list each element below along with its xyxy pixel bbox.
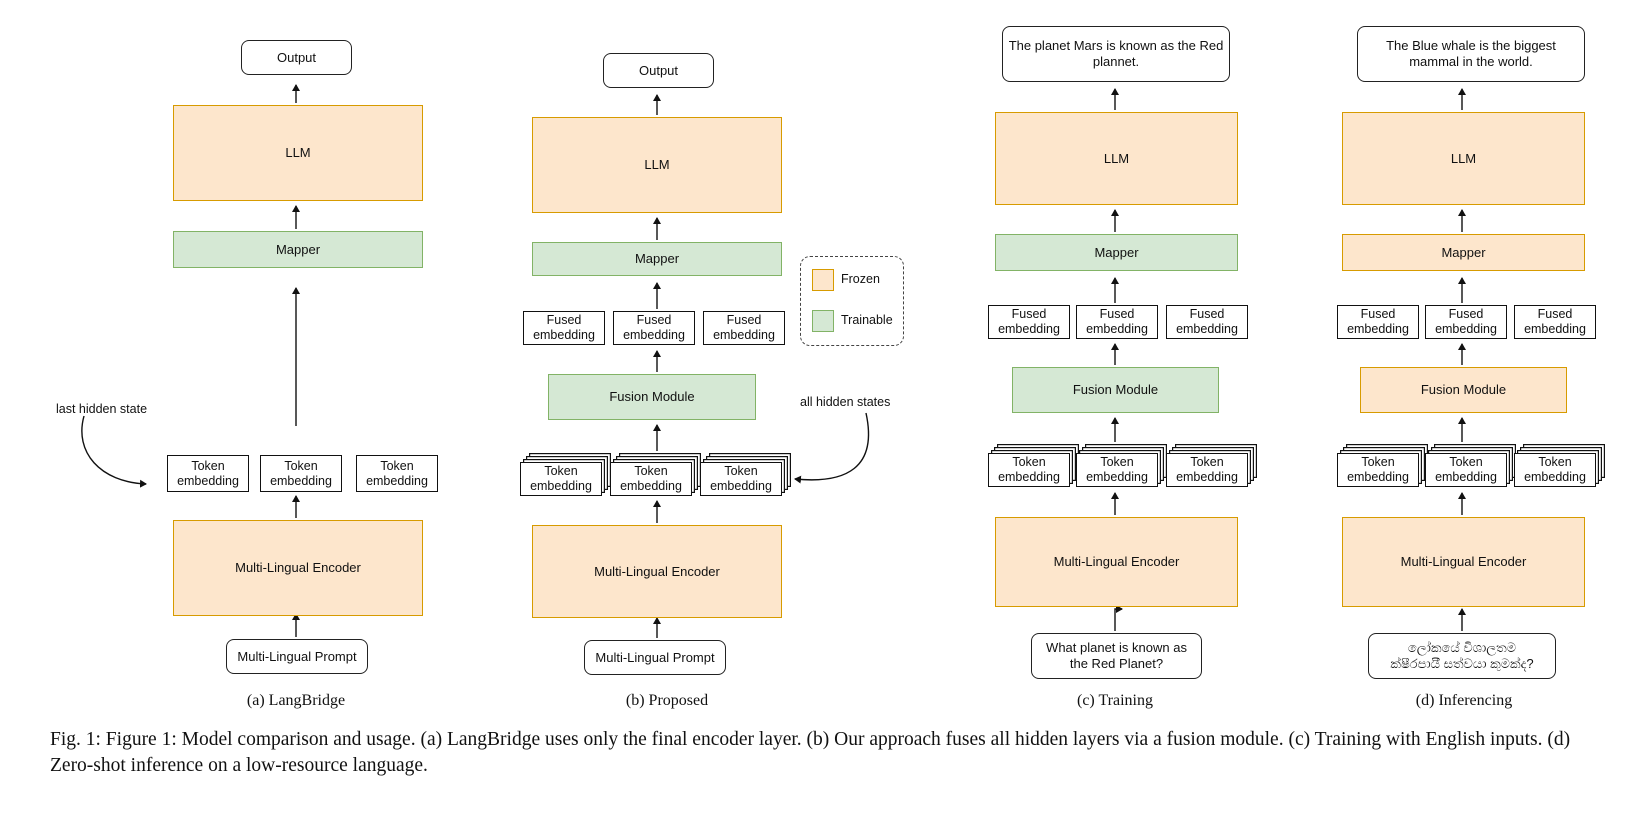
legend-frozen-swatch bbox=[812, 269, 834, 291]
b-token-embedding-stack-3: Token embedding bbox=[700, 462, 782, 496]
b-fusion-module: Fusion Module bbox=[548, 374, 756, 420]
a-mapper-block: Mapper bbox=[173, 231, 423, 268]
d-prompt-box: ලෝකයේ විශාලතම ක්ෂීරපායී සත්වයා කුමක්ද? bbox=[1368, 633, 1556, 679]
figure-caption: Fig. 1: Figure 1: Model comparison and u… bbox=[50, 729, 1571, 776]
b-fused-embedding-1: Fused embedding bbox=[523, 311, 605, 345]
legend: Frozen Trainable bbox=[800, 256, 904, 346]
d-fused-embedding-1: Fused embedding bbox=[1337, 305, 1419, 339]
arrow-a-last-hidden bbox=[81, 415, 147, 488]
c-fusion-module: Fusion Module bbox=[1012, 367, 1219, 413]
b-output-box: Output bbox=[603, 53, 714, 88]
d-output-box: The Blue whale is the biggest mammal in … bbox=[1357, 26, 1585, 82]
c-encoder-block: Multi-Lingual Encoder bbox=[995, 517, 1238, 607]
c-token-embedding-stack-2: Token embedding bbox=[1076, 453, 1158, 487]
d-token-embedding-stack-3: Token embedding bbox=[1514, 453, 1596, 487]
a-llm-block: LLM bbox=[173, 105, 423, 201]
c-prompt-box: What planet is known as the Red Planet? bbox=[1031, 633, 1202, 679]
legend-frozen-label: Frozen bbox=[841, 272, 880, 286]
b-fused-embedding-3: Fused embedding bbox=[703, 311, 785, 345]
d-subcaption: (d) Inferencing bbox=[1415, 692, 1513, 709]
c-fused-embedding-2: Fused embedding bbox=[1076, 305, 1158, 339]
b-subcaption: (b) Proposed bbox=[625, 692, 709, 709]
d-llm-block: LLM bbox=[1342, 112, 1585, 205]
b-prompt-box: Multi-Lingual Prompt bbox=[584, 640, 726, 675]
c-mapper-block: Mapper bbox=[995, 234, 1238, 271]
c-subcaption: (c) Training bbox=[1077, 692, 1153, 709]
c-fused-embedding-1: Fused embedding bbox=[988, 305, 1070, 339]
b-token-embedding-stack-2: Token embedding bbox=[610, 462, 692, 496]
d-token-embedding-stack-1: Token embedding bbox=[1337, 453, 1419, 487]
d-mapper-block: Mapper bbox=[1342, 234, 1585, 271]
b-all-hidden-states-label: all hidden states bbox=[800, 395, 891, 409]
b-fused-embedding-2: Fused embedding bbox=[613, 311, 695, 345]
c-token-embedding-stack-3: Token embedding bbox=[1166, 453, 1248, 487]
a-token-embedding-1: Token embedding bbox=[167, 455, 249, 492]
d-token-embedding-stack-2: Token embedding bbox=[1425, 453, 1507, 487]
c-fused-embedding-3: Fused embedding bbox=[1166, 305, 1248, 339]
a-subcaption: (a) LangBridge bbox=[246, 692, 346, 709]
d-fusion-module: Fusion Module bbox=[1360, 367, 1567, 413]
b-encoder-block: Multi-Lingual Encoder bbox=[532, 525, 782, 618]
b-mapper-block: Mapper bbox=[532, 242, 782, 276]
a-prompt-box: Multi-Lingual Prompt bbox=[226, 639, 368, 674]
legend-trainable-label: Trainable bbox=[841, 313, 893, 327]
d-fused-embedding-3: Fused embedding bbox=[1514, 305, 1596, 339]
a-token-embedding-2: Token embedding bbox=[260, 455, 342, 492]
b-token-embedding-stack-1: Token embedding bbox=[520, 462, 602, 496]
a-token-embedding-3: Token embedding bbox=[356, 455, 438, 492]
d-fused-embedding-2: Fused embedding bbox=[1425, 305, 1507, 339]
arrow-b-all-hidden bbox=[794, 412, 870, 484]
c-token-embedding-stack-1: Token embedding bbox=[988, 453, 1070, 487]
a-output-box: Output bbox=[241, 40, 352, 75]
arrow-c-prompt-encoder bbox=[1114, 605, 1123, 631]
c-output-box: The planet Mars is known as the Red plan… bbox=[1002, 26, 1230, 82]
b-llm-block: LLM bbox=[532, 117, 782, 213]
d-encoder-block: Multi-Lingual Encoder bbox=[1342, 517, 1585, 607]
a-encoder-block: Multi-Lingual Encoder bbox=[173, 520, 423, 616]
legend-trainable-swatch bbox=[812, 310, 834, 332]
c-llm-block: LLM bbox=[995, 112, 1238, 205]
a-last-hidden-state-label: last hidden state bbox=[56, 402, 148, 416]
